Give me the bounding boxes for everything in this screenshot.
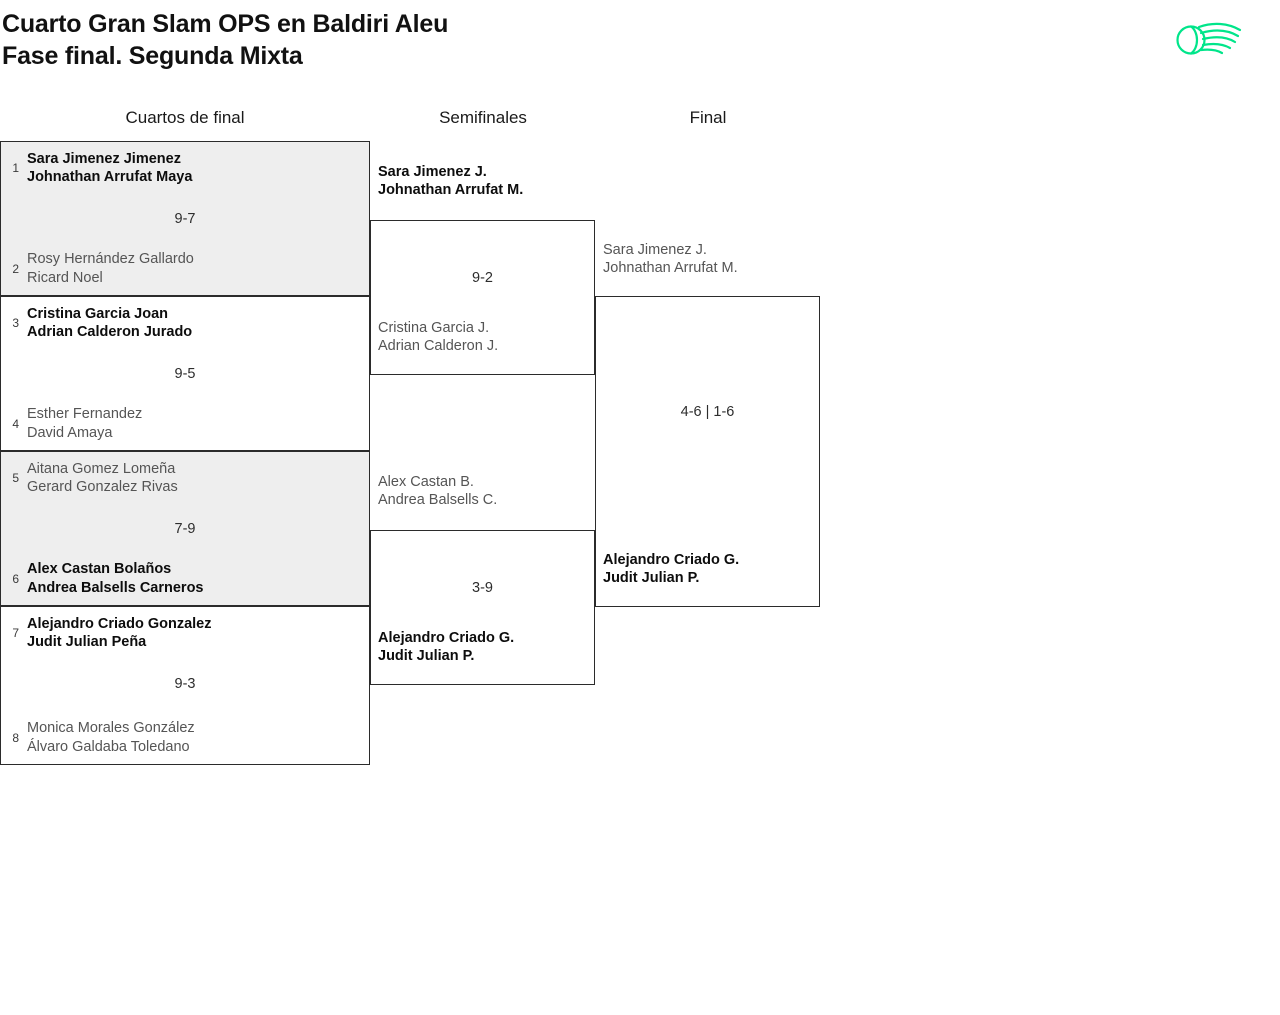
player-name: David Amaya	[27, 424, 113, 441]
match-quarterfinal-2[interactable]: 3 Cristina Garcia Joan Adrian Calderon J…	[0, 296, 370, 451]
match-final[interactable]: Sara Jimenez J. Johnathan Arrufat M. 4-6…	[595, 242, 820, 607]
player-name: Cristina Garcia J.	[378, 320, 490, 336]
player-name: Sara Jimenez Jimenez	[27, 151, 181, 167]
team-entry[interactable]: 6 Alex Castan Bolaños Andrea Balsells Ca…	[5, 560, 204, 597]
player-name: Alex Castan Bolaños	[27, 561, 172, 578]
seed-number: 1	[12, 161, 19, 176]
page-title: Cuarto Gran Slam OPS en Baldiri Aleu Fas…	[2, 8, 448, 72]
seed-number: 2	[12, 261, 19, 276]
match-semifinal-1[interactable]: Sara Jimenez J. Johnathan Arrufat M. 9-2…	[370, 164, 595, 375]
team-names: Sara Jimenez J. Johnathan Arrufat M.	[603, 241, 738, 278]
player-name: Sara Jimenez J.	[378, 164, 487, 180]
player-name: Alex Castan B.	[378, 474, 474, 490]
team-entry[interactable]: Alejandro Criado G. Judit Julian P.	[603, 551, 739, 588]
player-name: Ricard Noel	[27, 269, 103, 286]
match-quarterfinal-1[interactable]: 1 Sara Jimenez Jimenez Johnathan Arrufat…	[0, 141, 370, 296]
player-name: Aitana Gomez Lomeña	[27, 461, 176, 477]
player-name: Alejandro Criado Gonzalez	[27, 616, 212, 632]
player-name: Judit Julian P.	[378, 648, 475, 665]
team-entry[interactable]: 7 Alejandro Criado Gonzalez Judit Julian…	[5, 615, 212, 652]
match-score: 9-3	[174, 676, 196, 692]
match-score: 4-6 | 1-6	[680, 404, 735, 420]
team-entry[interactable]: Sara Jimenez J. Johnathan Arrufat M.	[378, 163, 523, 200]
player-name: Alejandro Criado G.	[603, 552, 740, 568]
player-name: Álvaro Galdaba Toledano	[27, 738, 190, 755]
team-entry[interactable]: Alejandro Criado G. Judit Julian P.	[378, 629, 514, 666]
player-name: Johnathan Arrufat M.	[378, 182, 524, 199]
team-entry[interactable]: Sara Jimenez J. Johnathan Arrufat M.	[603, 241, 738, 278]
player-name: Cristina Garcia Joan	[27, 306, 169, 322]
player-name: Rosy Hernández Gallardo	[27, 251, 194, 268]
seed-number: 6	[12, 571, 19, 586]
match-quarterfinal-3[interactable]: 5 Aitana Gomez Lomeña Gerard Gonzalez Ri…	[0, 451, 370, 606]
team-entry[interactable]: Cristina Garcia J. Adrian Calderon J.	[378, 319, 498, 356]
team-names: Aitana Gomez Lomeña Gerard Gonzalez Riva…	[27, 460, 178, 497]
match-semifinal-2[interactable]: Alex Castan B. Andrea Balsells C. 3-9 Al…	[370, 474, 595, 685]
match-score: 7-9	[174, 521, 196, 537]
team-entry[interactable]: 8 Monica Morales González Álvaro Galdaba…	[5, 719, 195, 756]
team-entry[interactable]: 2 Rosy Hernández Gallardo Ricard Noel	[5, 250, 194, 287]
page-title-line-1: Cuarto Gran Slam OPS en Baldiri Aleu	[2, 10, 449, 38]
team-names: Sara Jimenez Jimenez Johnathan Arrufat M…	[27, 150, 192, 187]
match-score: 9-5	[174, 366, 196, 382]
player-name: Gerard Gonzalez Rivas	[27, 479, 178, 496]
seed-number: 5	[12, 471, 19, 486]
team-entry[interactable]: Alex Castan B. Andrea Balsells C.	[378, 473, 497, 510]
match-score: 3-9	[472, 580, 493, 596]
team-entry[interactable]: 4 Esther Fernandez David Amaya	[5, 405, 142, 442]
round-header-quarterfinals: Cuartos de final	[125, 108, 245, 127]
team-names: Rosy Hernández Gallardo Ricard Noel	[27, 250, 194, 287]
player-name: Johnathan Arrufat M.	[603, 260, 738, 277]
tennis-ball-swoosh-logo-icon	[1172, 14, 1246, 62]
team-names: Alex Castan Bolaños Andrea Balsells Carn…	[27, 560, 204, 597]
seed-number: 4	[12, 416, 19, 431]
player-name: Adrian Calderon J.	[378, 338, 499, 355]
seed-number: 3	[12, 316, 19, 331]
seed-number: 8	[12, 730, 19, 745]
team-names: Alejandro Criado G. Judit Julian P.	[603, 551, 739, 588]
player-name: Johnathan Arrufat Maya	[27, 169, 193, 186]
team-names: Monica Morales González Álvaro Galdaba T…	[27, 719, 195, 756]
match-score: 9-2	[472, 270, 493, 286]
player-name: Judit Julian Peña	[27, 634, 147, 651]
team-names: Cristina Garcia Joan Adrian Calderon Jur…	[27, 305, 192, 342]
team-names: Esther Fernandez David Amaya	[27, 405, 142, 442]
round-headers: Cuartos de final Semifinales Final	[0, 108, 1280, 136]
team-names: Alejandro Criado G. Judit Julian P.	[378, 629, 514, 666]
page-title-line-2: Fase final. Segunda Mixta	[2, 42, 303, 70]
player-name: Monica Morales González	[27, 720, 195, 737]
team-entry[interactable]: 3 Cristina Garcia Joan Adrian Calderon J…	[5, 305, 192, 342]
team-names: Alex Castan B. Andrea Balsells C.	[378, 473, 497, 510]
player-name: Andrea Balsells Carneros	[27, 579, 204, 596]
team-entry[interactable]: 5 Aitana Gomez Lomeña Gerard Gonzalez Ri…	[5, 460, 178, 497]
page-header: Cuarto Gran Slam OPS en Baldiri Aleu Fas…	[0, 0, 1280, 92]
match-quarterfinal-4[interactable]: 7 Alejandro Criado Gonzalez Judit Julian…	[0, 606, 370, 765]
match-score: 9-7	[174, 211, 196, 227]
team-names: Sara Jimenez J. Johnathan Arrufat M.	[378, 163, 523, 200]
seed-number: 7	[12, 626, 19, 641]
player-name: Judit Julian P.	[603, 570, 700, 587]
player-name: Andrea Balsells C.	[378, 492, 498, 509]
player-name: Esther Fernandez	[27, 406, 143, 423]
round-header-semifinals: Semifinales	[439, 108, 527, 127]
player-name: Adrian Calderon Jurado	[27, 324, 193, 341]
round-header-final: Final	[689, 108, 727, 127]
player-name: Sara Jimenez J.	[603, 242, 707, 258]
team-names: Cristina Garcia J. Adrian Calderon J.	[378, 319, 498, 356]
team-names: Alejandro Criado Gonzalez Judit Julian P…	[27, 615, 212, 652]
team-entry[interactable]: 1 Sara Jimenez Jimenez Johnathan Arrufat…	[5, 150, 192, 187]
player-name: Alejandro Criado G.	[378, 630, 515, 646]
